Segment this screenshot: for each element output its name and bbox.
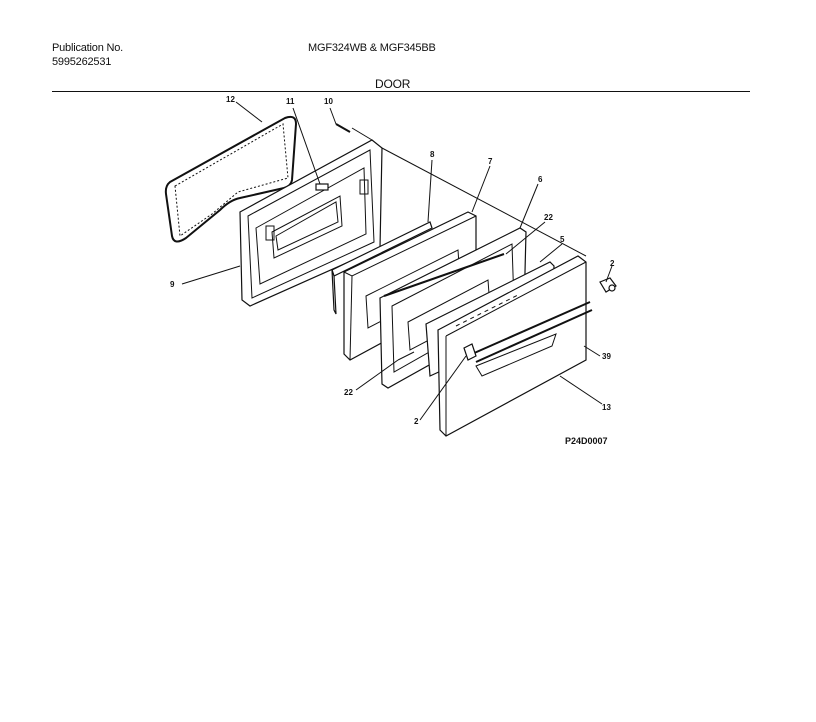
callout-22-upper: 22 <box>544 213 553 222</box>
section-title: DOOR <box>375 77 411 91</box>
callout-11: 11 <box>286 97 295 106</box>
assembly-guide-lines <box>351 127 587 257</box>
header-rule <box>52 91 750 92</box>
callout-22-lower: 22 <box>344 388 353 397</box>
part-12-door-gasket <box>164 115 298 243</box>
diagram-reference-code: P24D0007 <box>565 436 608 446</box>
callout-5: 5 <box>560 235 565 244</box>
part-39-door-handle <box>471 301 593 377</box>
publication-number: 5995262531 <box>52 56 112 68</box>
part-10-screw <box>335 123 351 133</box>
part-11-clip <box>315 183 329 191</box>
callout-13: 13 <box>602 403 611 412</box>
part-8-inner-glass <box>331 221 433 315</box>
callout-9: 9 <box>170 280 175 289</box>
callout-8: 8 <box>430 150 435 159</box>
callout-10: 10 <box>324 97 333 106</box>
callout-7: 7 <box>488 157 493 166</box>
model-numbers: MGF324WB & MGF345BB <box>308 42 436 54</box>
part-2-handle-cap-right <box>599 277 617 293</box>
part-2-handle-cap-left <box>463 343 477 361</box>
leader-lines <box>181 101 613 421</box>
callout-12: 12 <box>226 95 235 104</box>
callout-2-left: 2 <box>414 417 419 426</box>
callout-6: 6 <box>538 175 543 184</box>
callout-2-right: 2 <box>610 259 615 268</box>
publication-label: Publication No. <box>52 42 123 54</box>
callout-39: 39 <box>602 352 611 361</box>
